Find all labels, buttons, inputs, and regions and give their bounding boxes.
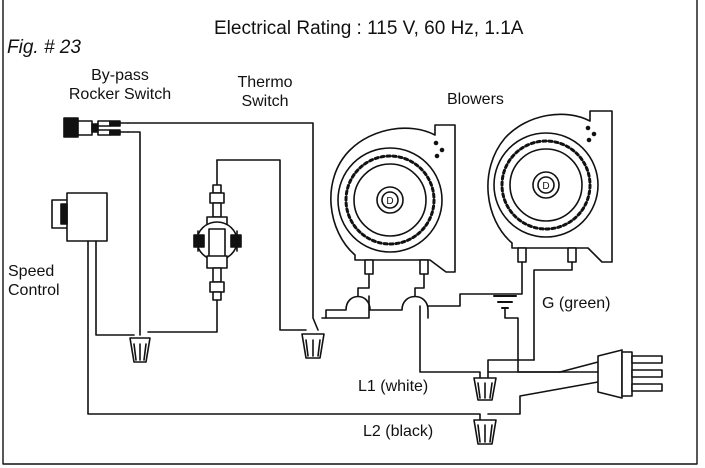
thermo-switch-label-line-2: Switch bbox=[241, 93, 289, 110]
wire-blower2-right bbox=[534, 262, 572, 360]
svg-text:D: D bbox=[386, 196, 393, 207]
wire-nut-connector-icon bbox=[130, 338, 150, 362]
speed-control-icon bbox=[52, 193, 107, 241]
plug-icon bbox=[598, 350, 662, 398]
cord-l2 bbox=[488, 382, 598, 414]
wire-nut-connector-icon bbox=[474, 420, 496, 444]
wire-l1-white bbox=[420, 306, 480, 378]
wire-nut-connector-icon bbox=[302, 334, 324, 358]
speed-control-label: Speed Control bbox=[8, 262, 60, 300]
thermo-switch-label: Thermo Switch bbox=[220, 73, 310, 111]
l2-wire-label: L2 (black) bbox=[363, 423, 434, 440]
wire-blower1-right bbox=[415, 274, 424, 296]
wire-thermo-top bbox=[217, 160, 306, 330]
wire-thermo-bottom bbox=[148, 300, 217, 332]
speed-control-label-line-2: Control bbox=[8, 282, 60, 299]
bypass-switch-label: By-pass Rocker Switch bbox=[50, 66, 190, 104]
electrical-rating: Electrical Rating : 115 V, 60 Hz, 1.1A bbox=[214, 18, 524, 39]
wire-speed-to-connector bbox=[96, 241, 134, 335]
ground-wire-label: G (green) bbox=[542, 295, 611, 312]
wire-switch-down bbox=[128, 132, 140, 335]
svg-text:D: D bbox=[542, 181, 549, 192]
bypass-rocker-switch-icon bbox=[64, 118, 128, 137]
wire-blower2-left bbox=[428, 262, 522, 306]
wire-switch-to-thermo bbox=[128, 123, 318, 330]
l1-wire-label: L1 (white) bbox=[358, 378, 429, 395]
wire-hop-1 bbox=[326, 297, 428, 319]
speed-control-label-line-1: Speed bbox=[8, 263, 55, 280]
wire-l1-blower bbox=[488, 360, 534, 378]
wire-blower1-to-connector bbox=[322, 296, 369, 318]
cord-g bbox=[560, 362, 598, 372]
blower-2-icon: D bbox=[488, 111, 612, 262]
thermo-switch-label-line-1: Thermo bbox=[237, 74, 293, 91]
wire-blower1-left bbox=[358, 274, 369, 296]
bypass-switch-label-line-1: By-pass bbox=[91, 67, 149, 84]
blower-1-icon: D bbox=[331, 125, 455, 274]
wire-speed-to-l2 bbox=[88, 241, 480, 420]
page-frame bbox=[3, 0, 697, 464]
blowers-label: Blowers bbox=[447, 91, 504, 108]
thermo-switch-icon bbox=[194, 160, 241, 300]
bypass-switch-label-line-2: Rocker Switch bbox=[68, 86, 172, 103]
figure-label: Fig. # 23 bbox=[7, 37, 81, 58]
wire-nut-connector-icon bbox=[474, 378, 496, 400]
